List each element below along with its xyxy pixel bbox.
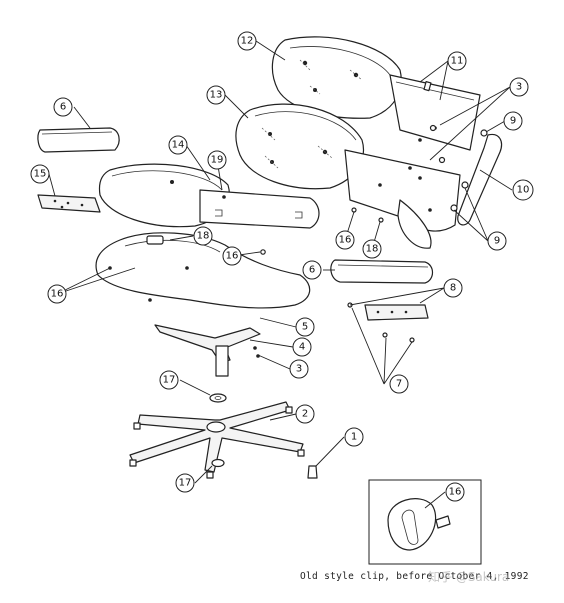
armrest-bracket-right	[347, 302, 429, 343]
svg-text:17: 17	[163, 375, 176, 386]
callout-1: 1	[344, 427, 364, 447]
callout-11: 11	[447, 51, 467, 71]
callout-9-upper: 9	[503, 111, 523, 131]
screws-16	[260, 207, 384, 255]
washer-upper	[209, 393, 227, 403]
callout-5: 5	[295, 317, 315, 337]
armrest-cushion-right	[330, 259, 434, 284]
seat-shell	[95, 232, 311, 309]
back-brace	[457, 133, 503, 226]
inset-caption: Old style clip, before October 4, 1992	[300, 571, 529, 582]
callout-9-lower: 9	[487, 231, 507, 251]
svg-text:16: 16	[51, 289, 64, 300]
callout-19: 19	[207, 150, 227, 170]
svg-text:9: 9	[494, 236, 500, 247]
svg-text:10: 10	[517, 185, 530, 196]
callout-18-seat: 18	[193, 226, 213, 246]
foot-glide	[307, 465, 318, 479]
svg-text:16: 16	[449, 487, 462, 498]
callout-8: 8	[443, 278, 463, 298]
svg-text:12: 12	[241, 36, 254, 47]
callout-3-lower: 3	[289, 359, 309, 379]
svg-text:16: 16	[339, 235, 352, 246]
back-lower-cushion	[235, 103, 364, 190]
leader-lines	[48, 40, 513, 509]
svg-text:8: 8	[450, 283, 456, 294]
callout-17-upper: 17	[159, 370, 179, 390]
callout-2: 2	[295, 404, 315, 424]
callout-18-back: 18	[362, 239, 382, 259]
svg-text:13: 13	[210, 90, 223, 101]
callout-16-inset: 16	[445, 482, 465, 502]
svg-text:11: 11	[451, 56, 464, 67]
armrest-cushion-left	[37, 127, 120, 153]
callout-6-lower: 6	[302, 260, 322, 280]
callout-10: 10	[512, 179, 534, 201]
svg-text:17: 17	[179, 478, 192, 489]
callout-15: 15	[30, 164, 50, 184]
watermark: 知乎 @Sakura	[428, 570, 510, 584]
svg-text:14: 14	[172, 140, 185, 151]
callout-6-upper: 6	[53, 97, 73, 117]
svg-text:18: 18	[197, 231, 210, 242]
svg-text:2: 2	[302, 409, 308, 420]
svg-text:1: 1	[351, 432, 357, 443]
seat-cushion	[98, 163, 230, 228]
back-upper-cushion	[271, 36, 402, 119]
back-lower-shell	[344, 149, 461, 249]
svg-text:4: 4	[299, 342, 305, 353]
svg-text:3: 3	[516, 82, 522, 93]
callout-16-back: 16	[335, 230, 355, 250]
callout-7: 7	[389, 374, 409, 394]
svg-text:6: 6	[60, 102, 66, 113]
armrest-bracket-left	[37, 194, 101, 213]
hardware-washers	[429, 124, 488, 212]
glide-lower	[211, 458, 225, 468]
callout-16-seat-right: 16	[222, 246, 242, 266]
svg-text:7: 7	[396, 379, 402, 390]
callout-3-upper: 3	[509, 77, 529, 97]
svg-text:15: 15	[34, 169, 47, 180]
callout-16-seat-left: 16	[47, 284, 67, 304]
svg-text:3: 3	[296, 364, 302, 375]
callout-17-lower: 17	[175, 473, 195, 493]
callout-14: 14	[168, 135, 188, 155]
svg-text:16: 16	[226, 251, 239, 262]
svg-text:6: 6	[309, 265, 315, 276]
svg-text:5: 5	[302, 322, 308, 333]
svg-text:18: 18	[366, 244, 379, 255]
svg-text:9: 9	[510, 116, 516, 127]
seat-cushion-rear	[199, 189, 320, 229]
callout-12: 12	[237, 31, 257, 51]
five-star-base	[129, 401, 305, 479]
svg-text:19: 19	[211, 155, 224, 166]
callout-4: 4	[292, 337, 312, 357]
swivel-plate	[154, 324, 261, 377]
back-upper-shell	[389, 74, 481, 151]
callout-13: 13	[206, 85, 226, 105]
